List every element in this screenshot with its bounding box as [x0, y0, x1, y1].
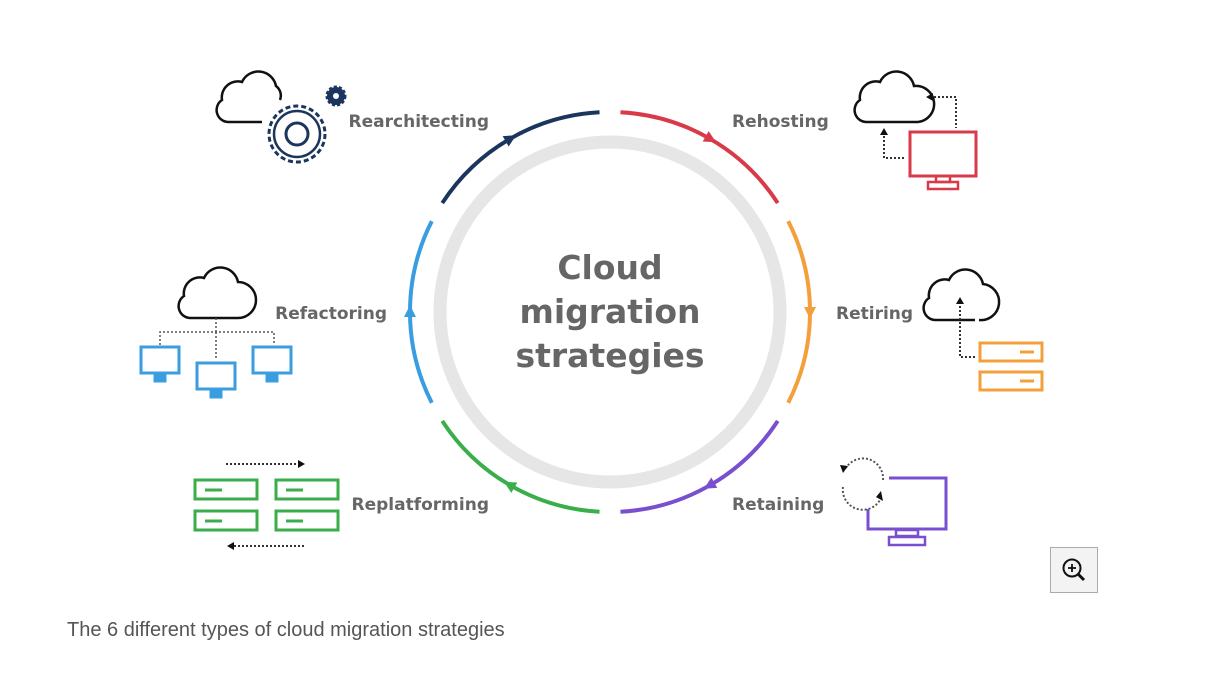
center-title-line-3: strategies: [515, 336, 704, 375]
center-title-line-1: Cloud: [557, 248, 662, 287]
label-rearchitecting: Rearchitecting: [349, 112, 489, 132]
servers-transfer-icon: [193, 460, 340, 550]
arrowhead-replatforming: [503, 481, 518, 493]
arrowhead-rehosting: [702, 131, 717, 143]
center-title-line-2: migration: [519, 292, 700, 331]
arrowhead-rearchitecting: [502, 135, 517, 147]
cloud-network-icon: [139, 266, 293, 399]
arrowhead-retaining: [703, 477, 718, 489]
inner-ring: [433, 135, 787, 489]
label-retaining: Retaining: [732, 495, 824, 515]
refresh-monitor-icon: [840, 457, 948, 547]
cloud-gear-icon: [215, 70, 347, 164]
label-replatforming: Replatforming: [352, 495, 490, 515]
label-rehosting: Rehosting: [732, 112, 829, 132]
label-retiring: Retiring: [836, 304, 913, 324]
label-refactoring: Refactoring: [275, 304, 387, 324]
arrowhead-refactoring: [404, 305, 416, 317]
zoom-in-icon: [1062, 558, 1086, 582]
cloud-server-icon: [922, 268, 1044, 392]
zoom-image-button[interactable]: [1050, 547, 1098, 593]
arrowhead-retiring: [804, 307, 816, 319]
figure-caption: The 6 different types of cloud migration…: [67, 619, 505, 641]
cloud-upload-monitor-icon: [853, 70, 978, 191]
